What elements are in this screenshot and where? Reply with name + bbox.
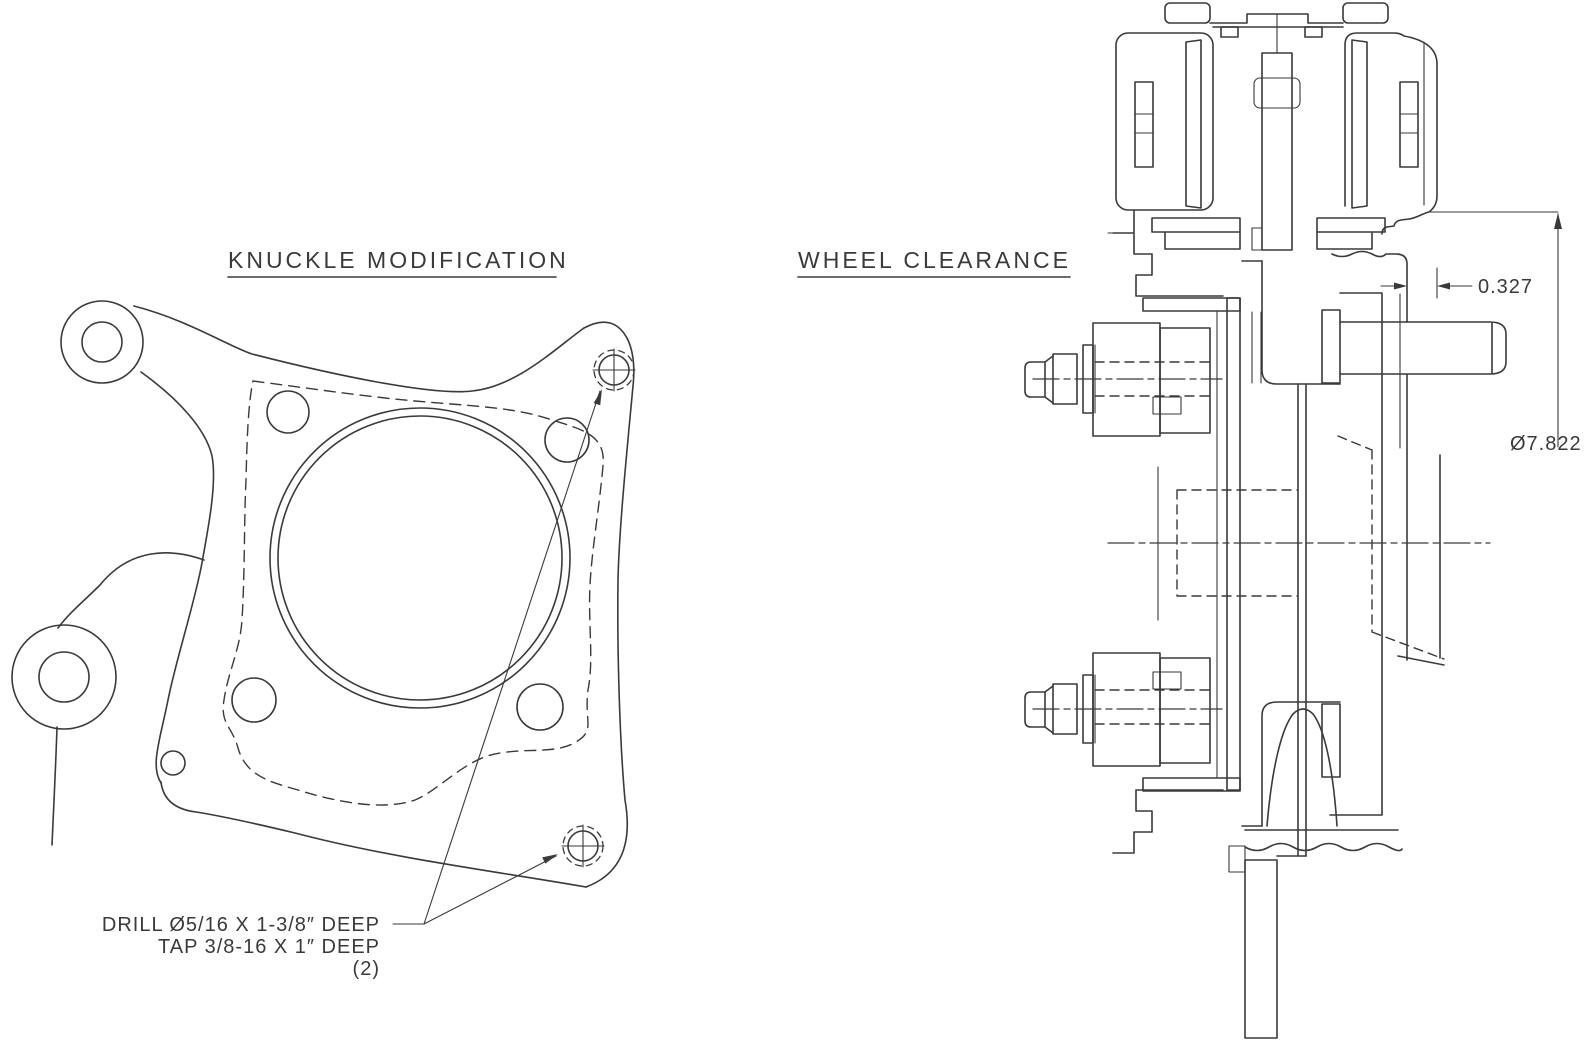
knuckle-left-edge bbox=[140, 371, 215, 784]
caliper-right-tab bbox=[1342, 2, 1389, 24]
lower-lug-outer bbox=[11, 624, 117, 730]
bridge-notch-right bbox=[1304, 26, 1323, 38]
center-bore-inner bbox=[277, 415, 563, 701]
drill-tap-hole-top bbox=[592, 348, 636, 392]
caliper-right-housing bbox=[1344, 32, 1438, 235]
wheel-and-spindle bbox=[1329, 250, 1507, 816]
caliper-piston-left bbox=[1134, 81, 1154, 168]
knuckle-right-bracket bbox=[1329, 292, 1383, 816]
drill-note-line3: (2) bbox=[353, 958, 380, 980]
hub-face-bottom bbox=[1261, 701, 1341, 827]
hub-assembly bbox=[1142, 260, 1403, 852]
lower-arm-tail bbox=[51, 726, 58, 846]
hub-bottom-strip bbox=[1142, 777, 1241, 792]
hub-face-top bbox=[1261, 260, 1341, 385]
caliper-left-tab bbox=[1164, 2, 1211, 24]
drill-tap-hole-bottom bbox=[561, 824, 605, 868]
hidden-gasket-contour bbox=[222, 380, 604, 806]
clearance-value: 0.327 bbox=[1478, 276, 1533, 298]
rotor-retaining-clip bbox=[1228, 845, 1246, 873]
rotor-lower-section bbox=[1244, 859, 1278, 1039]
caliper-piston-right bbox=[1399, 81, 1419, 168]
rotor-notch bbox=[1251, 227, 1263, 251]
bolt-hole-bottom-left bbox=[231, 677, 277, 723]
hub-neck-edges bbox=[1241, 260, 1263, 827]
caliper-right-foot bbox=[1316, 217, 1386, 250]
upper-lug-bore bbox=[81, 321, 123, 363]
wheel-title: WHEEL CLEARANCE bbox=[798, 247, 1071, 273]
dimension-clearance: 0.327 bbox=[1380, 267, 1533, 299]
caliper-left-housing bbox=[1115, 32, 1214, 211]
hub-flange-plate bbox=[1226, 297, 1241, 791]
center-bore-outer bbox=[269, 407, 571, 709]
brake-caliper bbox=[1107, 2, 1438, 250]
small-hole bbox=[160, 750, 186, 776]
lower-lug-bore bbox=[38, 651, 90, 703]
bolt-hole-bottom-right bbox=[516, 683, 564, 731]
brake-pad-right bbox=[1351, 39, 1368, 209]
brake-pad-left bbox=[1185, 39, 1202, 209]
upper-lug-outer bbox=[60, 300, 144, 384]
bridge-notch-left bbox=[1220, 26, 1239, 38]
brake-rotor bbox=[1228, 52, 1307, 1039]
hub-cast-wavy-bottom bbox=[1244, 842, 1403, 852]
knuckle-top-edge bbox=[133, 305, 585, 393]
knuckle-title: KNUCKLE MODIFICATION bbox=[228, 247, 569, 273]
hub-pad-top bbox=[1331, 250, 1408, 323]
drill-note-line2: TAP 3/8-16 X 1″ DEEP bbox=[158, 936, 380, 958]
stud-boss-top bbox=[1321, 309, 1341, 384]
wheel-stud-top bbox=[1024, 322, 1223, 437]
wheel-stud-bottom bbox=[1024, 652, 1223, 767]
hidden-wheel-disc bbox=[1337, 435, 1445, 660]
wheel-barrel-bottom bbox=[1397, 655, 1445, 666]
hub-top-strip bbox=[1142, 297, 1241, 312]
rotor-collar bbox=[1253, 77, 1301, 109]
knuckle-right-edge bbox=[583, 321, 635, 888]
bolt-hole-top-right bbox=[544, 417, 590, 463]
drill-note-leader bbox=[392, 389, 602, 925]
caliper-left-foot bbox=[1151, 217, 1241, 250]
knuckle-upper-arm bbox=[1112, 209, 1224, 297]
bearing-bell bbox=[1266, 708, 1338, 827]
drill-note-line1: DRILL Ø5/16 X 1-3/8″ DEEP bbox=[102, 914, 380, 936]
hidden-bearing-bore bbox=[1176, 489, 1299, 597]
stud-boss-bottom bbox=[1321, 703, 1341, 778]
dimension-diameter: Ø7.822 bbox=[1428, 211, 1582, 455]
knuckle-bottom-edge bbox=[160, 781, 587, 888]
bolt-hole-top-left bbox=[266, 390, 310, 434]
knuckle-view: KNUCKLE MODIFICATION bbox=[11, 247, 636, 980]
lower-arm-upper-edge bbox=[57, 552, 205, 629]
rotor-upper-section bbox=[1261, 52, 1293, 251]
wheel-clearance-view: WHEEL CLEARANCE bbox=[797, 2, 1582, 1039]
axle-stub bbox=[1339, 321, 1507, 375]
knuckle-lower-arm bbox=[1112, 789, 1224, 854]
diameter-value: Ø7.822 bbox=[1510, 433, 1582, 455]
